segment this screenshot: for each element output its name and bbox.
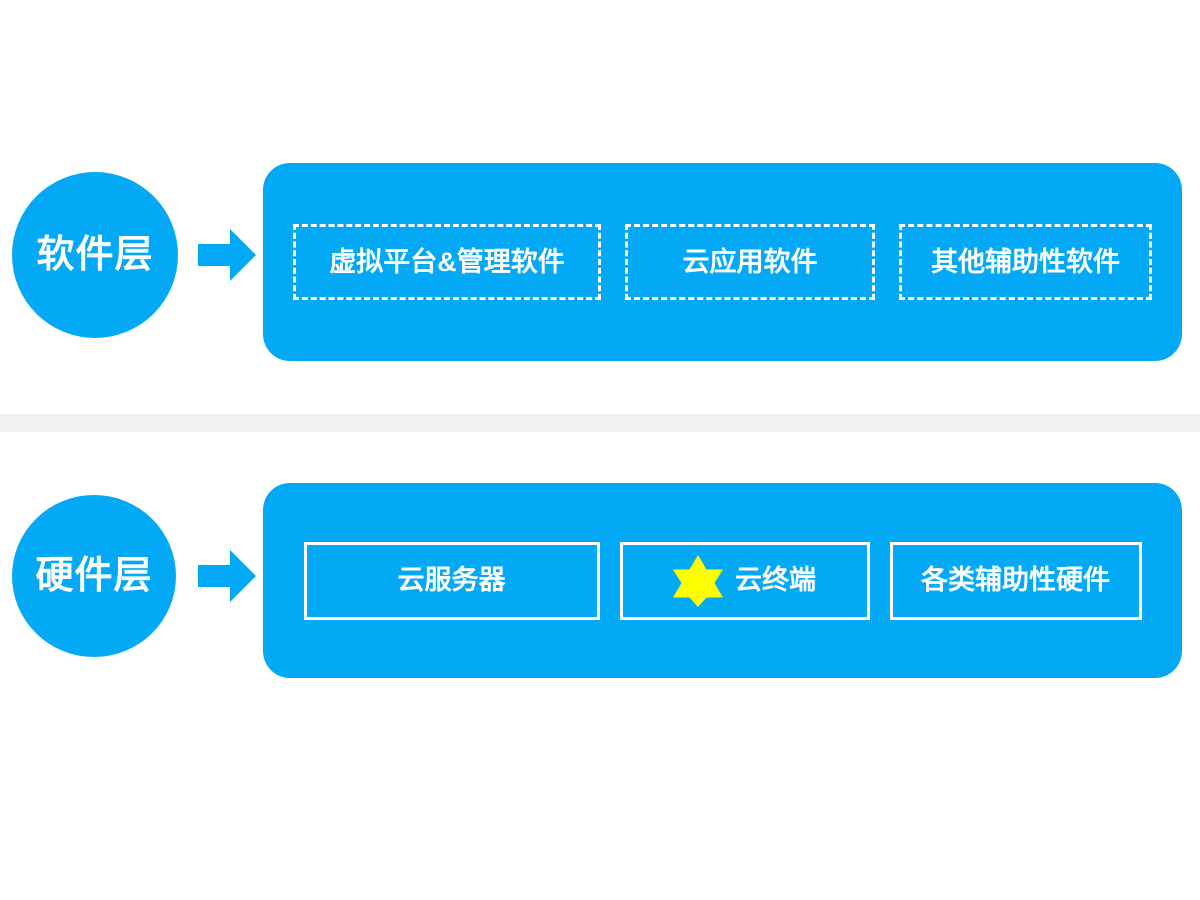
right-arrow-icon-hardware [198,546,256,606]
item-box-virtual-platform[interactable]: 虚拟平台&管理软件 [293,224,601,300]
item-label-other-aux-hardware: 各类辅助性硬件 [921,565,1110,595]
layer-badge-software[interactable]: 软件层 [12,172,178,338]
layer-badge-hardware[interactable]: 硬件层 [12,495,176,657]
section-divider [0,414,1200,432]
item-label-other-aux-software: 其他辅助性软件 [931,246,1120,277]
item-box-cloud-server[interactable]: 云服务器 [303,541,600,620]
item-box-cloud-app-software[interactable]: 云应用软件 [625,224,875,300]
layer-badge-label-hardware: 硬件层 [35,555,153,597]
right-arrow-icon-software [198,225,256,285]
layer-panel-hardware: 云服务器 云终端 各类辅助性硬件 [263,483,1182,678]
six-pointed-star-icon [673,554,723,607]
item-label-cloud-terminal: 云终端 [735,565,816,595]
item-label-cloud-server: 云服务器 [397,565,506,595]
item-box-cloud-terminal[interactable]: 云终端 [619,541,870,620]
item-box-other-aux-hardware[interactable]: 各类辅助性硬件 [889,541,1142,620]
layer-items-hardware: 云服务器 云终端 各类辅助性硬件 [303,541,1142,620]
layer-items-software: 虚拟平台&管理软件 云应用软件 其他辅助性软件 [293,224,1152,300]
layer-panel-software: 虚拟平台&管理软件 云应用软件 其他辅助性软件 [263,163,1182,361]
item-label-cloud-app-software: 云应用软件 [682,246,818,277]
layer-badge-label-software: 软件层 [36,234,154,276]
item-box-other-aux-software[interactable]: 其他辅助性软件 [899,224,1152,300]
item-label-virtual-platform: 虚拟平台&管理软件 [329,246,565,277]
